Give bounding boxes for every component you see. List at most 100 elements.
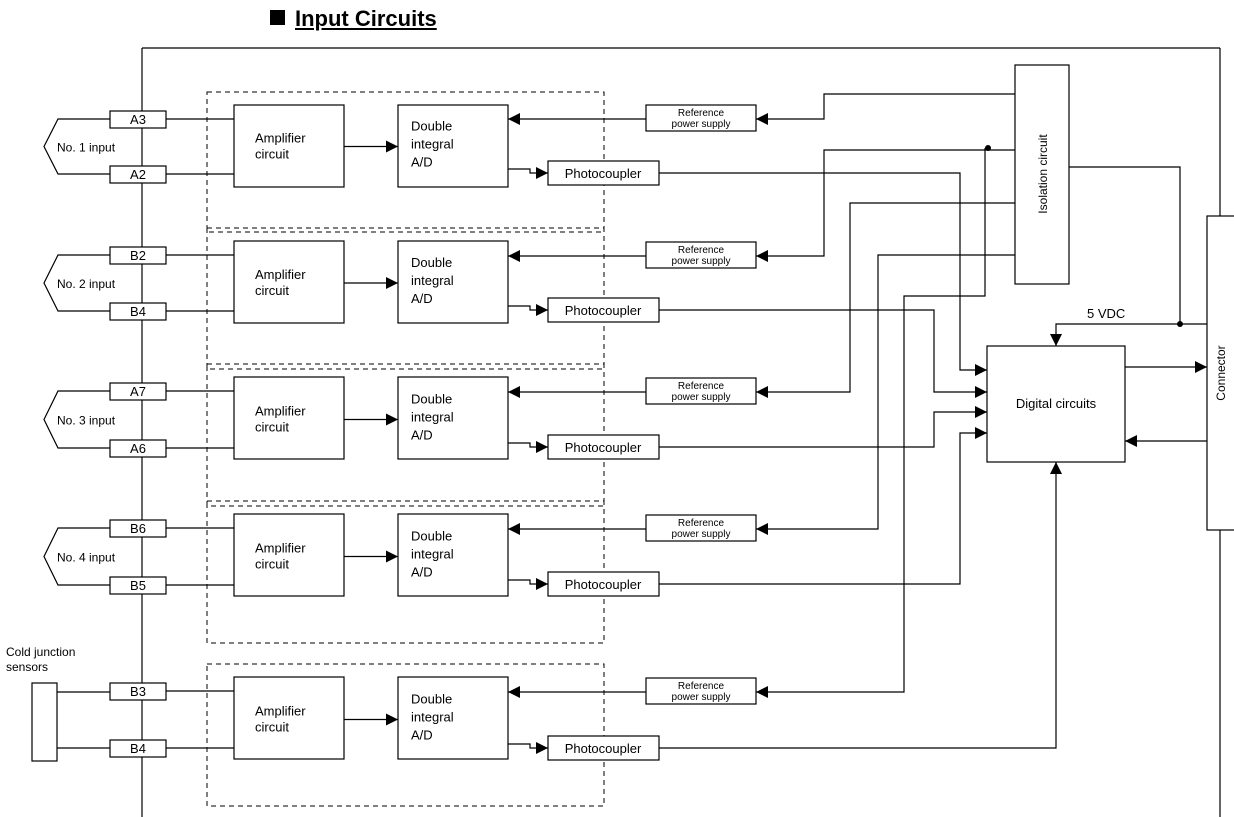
adc-label-line2: integral [411, 710, 454, 725]
adc-label-line1: Double [411, 692, 452, 707]
adc-label-line2: integral [411, 273, 454, 288]
terminal-bottom-label: B4 [130, 741, 146, 756]
photocoupler-label: Photocoupler [565, 741, 642, 756]
amplifier-label-line1: Amplifier [255, 541, 306, 556]
adc-label-line2: integral [411, 410, 454, 425]
adc-box [397, 104, 509, 188]
amplifier-box [233, 676, 345, 760]
terminal-bottom-label: A6 [130, 441, 146, 456]
photocoupler-box [547, 160, 660, 186]
connector: Connector [1206, 215, 1234, 531]
module-border [206, 663, 605, 807]
adc-label-line1: Double [411, 119, 452, 134]
page-title: Input Circuits [270, 6, 437, 32]
terminal-top-label: A7 [130, 384, 146, 399]
photocoupler-label: Photocoupler [565, 440, 642, 455]
amplifier-label-line2: circuit [255, 420, 289, 435]
isolation-circuit-box [1014, 64, 1070, 285]
adc-label-line3: A/D [411, 291, 433, 306]
cold-junction-label-line2: sensors [6, 660, 48, 674]
amplifier-label-line2: circuit [255, 147, 289, 162]
title-text: Input Circuits [295, 6, 437, 31]
adc-label-line1: Double [411, 392, 452, 407]
adc-box [397, 240, 509, 324]
junction-dot [985, 145, 991, 151]
reference-label-line1: Reference [678, 681, 725, 692]
reference-label-line2: power supply [672, 529, 731, 540]
terminal-bottom-label: A2 [130, 167, 146, 182]
terminal-top-label: B6 [130, 521, 146, 536]
digital-circuits: Digital circuits [986, 345, 1126, 463]
adc-label-line1: Double [411, 255, 452, 270]
adc-label-line1: Double [411, 529, 452, 544]
terminal-bottom-label: B4 [130, 304, 146, 319]
reference-label-line2: power supply [672, 256, 731, 267]
amplifier-label-line2: circuit [255, 283, 289, 298]
terminal-top-label: A3 [130, 112, 146, 127]
photocoupler-label: Photocoupler [565, 166, 642, 181]
digital-circuits-label: Digital circuits [1016, 396, 1097, 411]
isolation-circuit-label: Isolation circuit [1036, 134, 1050, 214]
reference-label-line1: Reference [678, 108, 725, 119]
amplifier-label-line2: circuit [255, 557, 289, 572]
amplifier-label-line2: circuit [255, 720, 289, 735]
terminal-top-label: B2 [130, 248, 146, 263]
isolation-circuit: Isolation circuit [1014, 64, 1070, 285]
adc-box [397, 513, 509, 597]
photocoupler-label: Photocoupler [565, 303, 642, 318]
amplifier-label-line1: Amplifier [255, 404, 306, 419]
connector-label: Connector [1214, 345, 1228, 400]
amplifier-label-line1: Amplifier [255, 704, 306, 719]
reference-power-supply-box [645, 514, 757, 542]
terminal-top-label: B3 [130, 684, 146, 699]
module-border [206, 227, 605, 370]
square-bullet-icon [270, 10, 285, 25]
reference-label-line2: power supply [672, 692, 731, 703]
photocoupler-box [547, 735, 660, 761]
cold-junction-sensors: Cold junction sensors [6, 645, 110, 762]
reference-label-line1: Reference [678, 518, 725, 529]
vdc-label: 5 VDC [1087, 306, 1125, 321]
adc-label-line3: A/D [411, 728, 433, 743]
adc-label-line2: integral [411, 137, 454, 152]
connector-box [1206, 215, 1234, 531]
amplifier-box [233, 376, 345, 460]
amplifier-label-line1: Amplifier [255, 267, 306, 282]
photocoupler-box [547, 297, 660, 323]
module-border [206, 91, 605, 233]
input-label: No. 1 input [57, 141, 116, 155]
adc-box [397, 376, 509, 460]
cold-junction-label-line1: Cold junction [6, 645, 75, 659]
amplifier-box [233, 240, 345, 324]
reference-power-supply-box [645, 377, 757, 405]
adc-box [397, 676, 509, 760]
reference-label-line1: Reference [678, 245, 725, 256]
amplifier-box [233, 104, 345, 188]
cold-junction-sensor-body [31, 682, 58, 762]
input-label: No. 3 input [57, 414, 116, 428]
photocoupler-label: Photocoupler [565, 577, 642, 592]
amplifier-label-line1: Amplifier [255, 131, 306, 146]
input-label: No. 4 input [57, 551, 116, 565]
junction-dot [1177, 321, 1183, 327]
reference-label-line2: power supply [672, 392, 731, 403]
photocoupler-box [547, 434, 660, 460]
adc-label-line3: A/D [411, 155, 433, 170]
adc-label-line3: A/D [411, 565, 433, 580]
reference-label-line2: power supply [672, 119, 731, 130]
adc-label-line3: A/D [411, 428, 433, 443]
reference-label-line1: Reference [678, 381, 725, 392]
input-label: No. 2 input [57, 277, 116, 291]
digital-circuits-box [986, 345, 1126, 463]
reference-power-supply-box [645, 677, 757, 705]
amplifier-box [233, 513, 345, 597]
terminal-bottom-label: B5 [130, 578, 146, 593]
adc-label-line2: integral [411, 547, 454, 562]
